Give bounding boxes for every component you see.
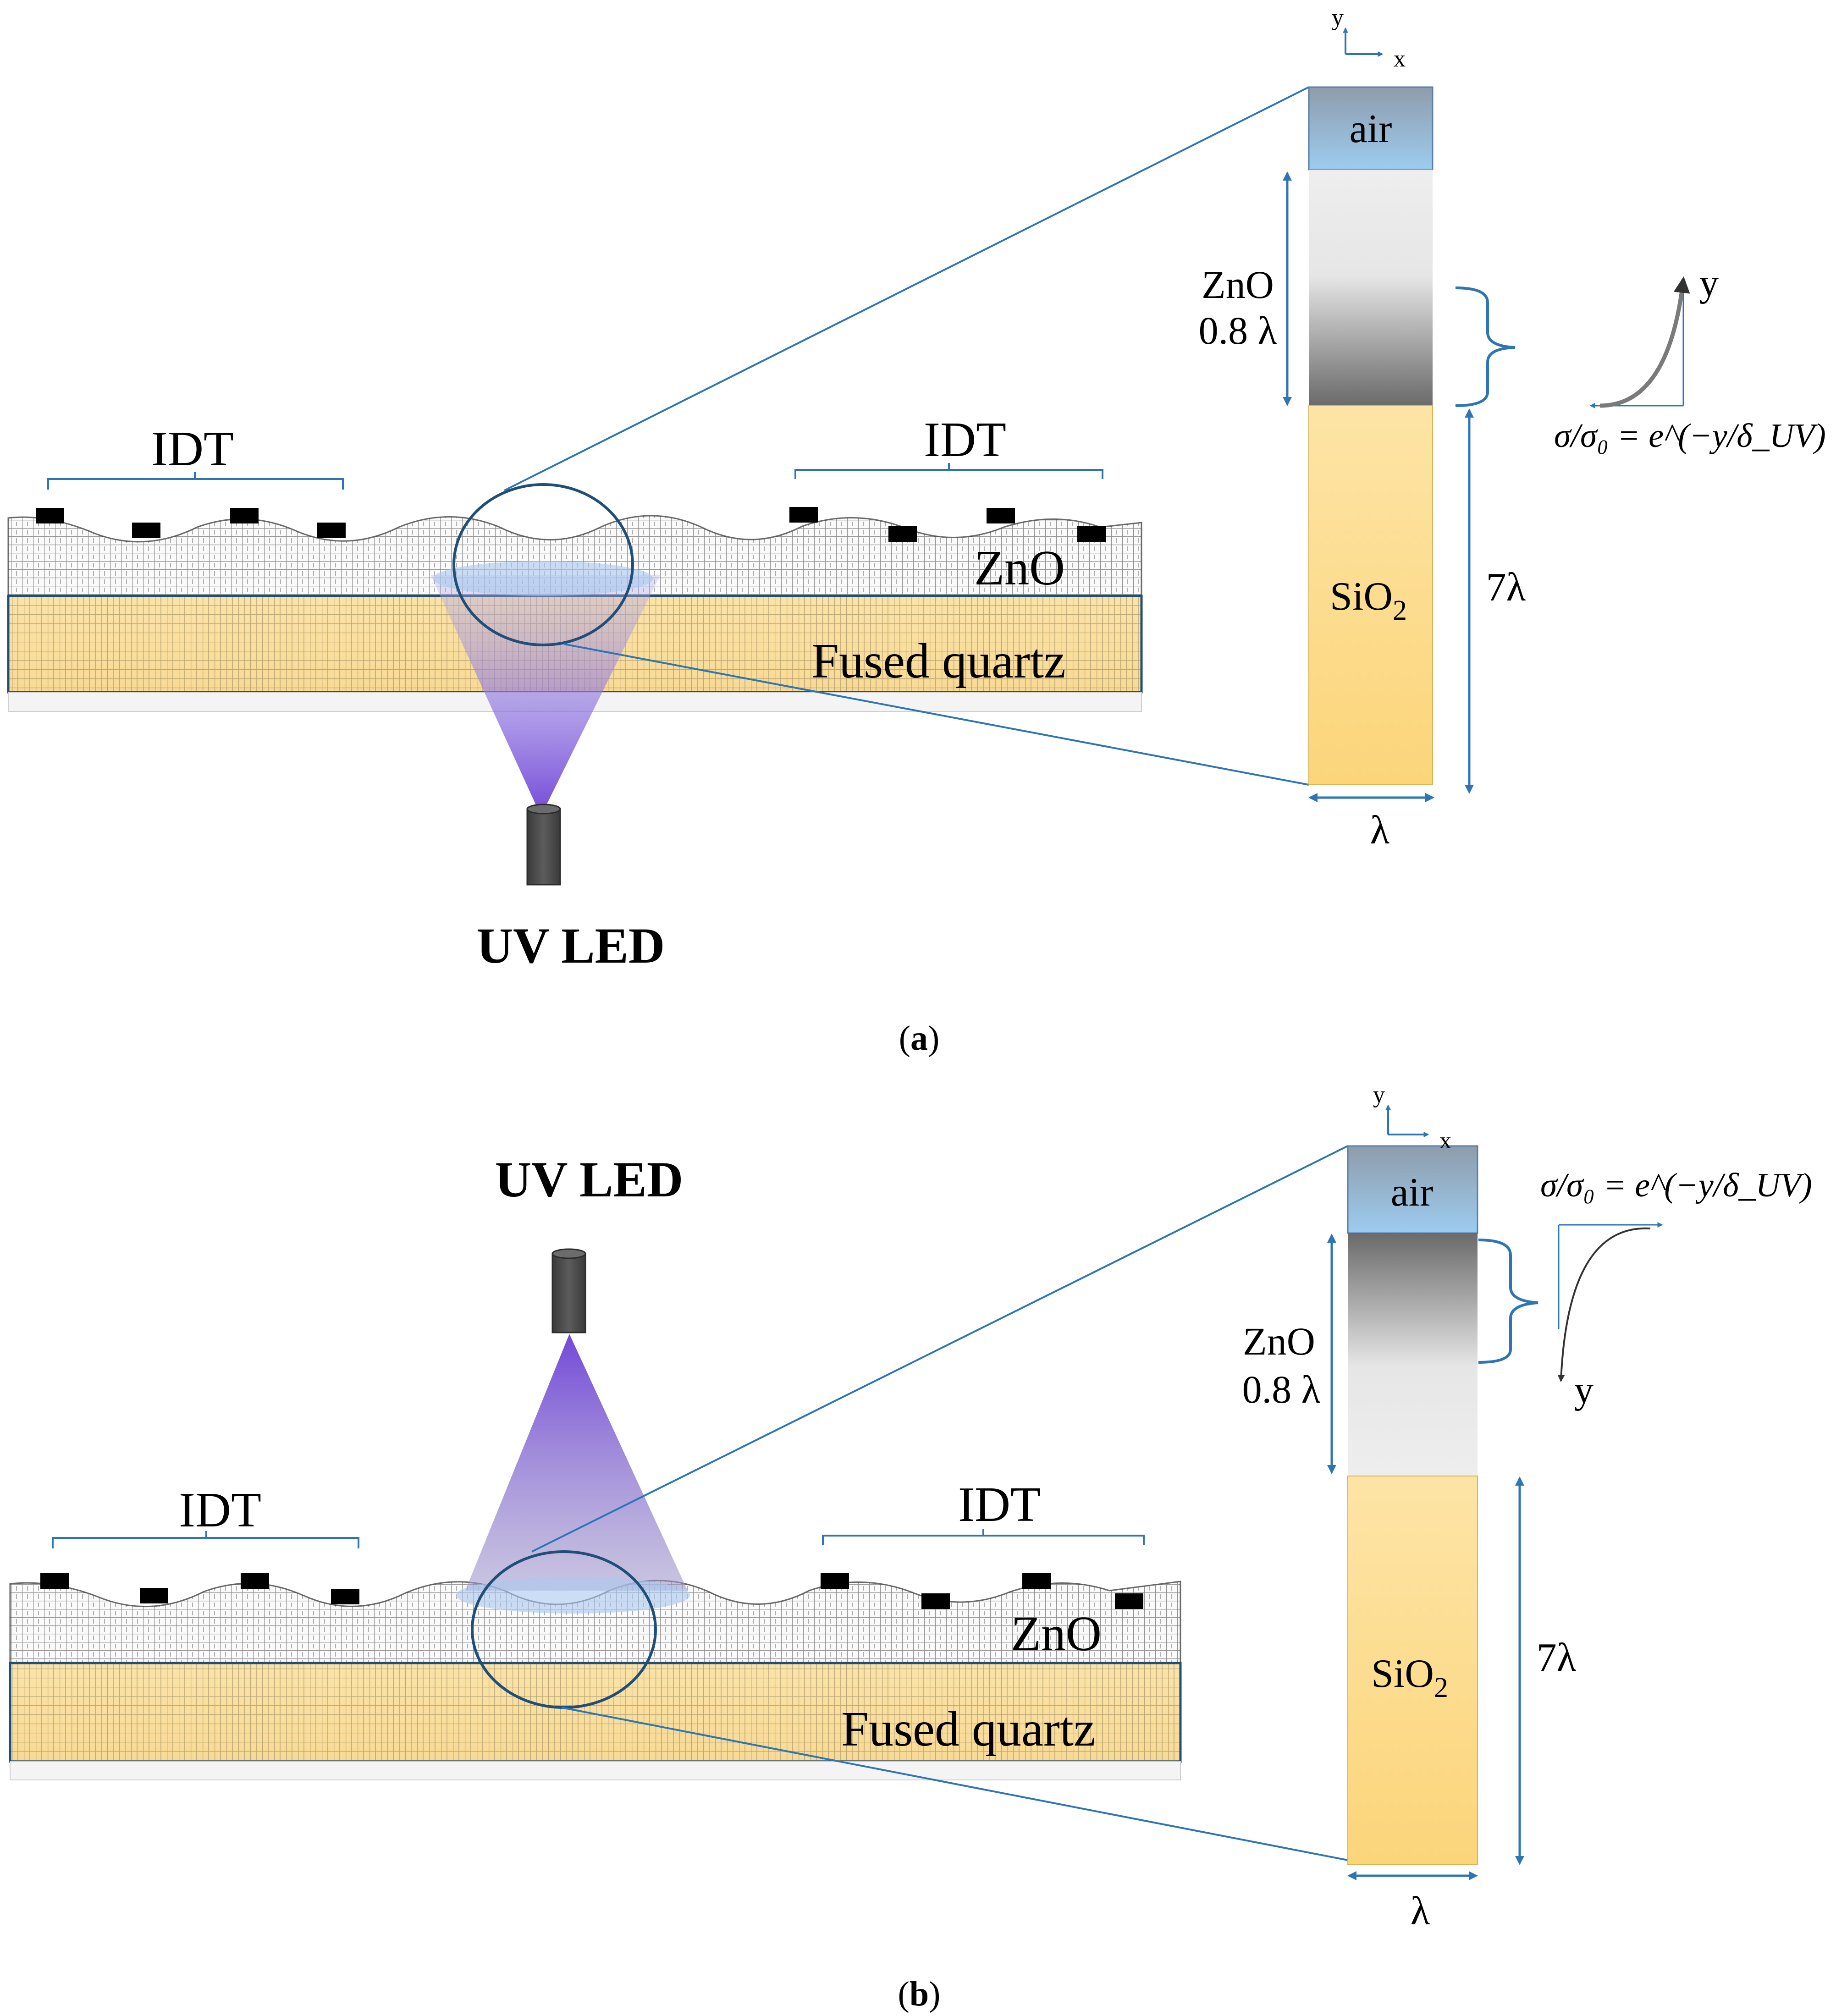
idt-right-label-b: IDT bbox=[958, 1477, 1041, 1532]
formula-b: σ/σ₀ = e^(−y/δ_UV) bbox=[1540, 1167, 1812, 1204]
profile-curve-b bbox=[1557, 1227, 1651, 1383]
panel-a: ZnO Fused quartz IDT IDT UV LED air bbox=[7, 5, 1826, 1058]
sio2-label-a: SiO2 bbox=[1330, 574, 1407, 626]
axis-x-label-a: x bbox=[1394, 46, 1406, 72]
zoom-circle-a bbox=[452, 483, 634, 646]
sio2-region-a bbox=[1308, 405, 1433, 785]
sio2-text-a: SiO bbox=[1330, 574, 1393, 619]
idt-right-b: IDT bbox=[822, 1477, 1145, 1545]
uv-led-label-b: UV LED bbox=[495, 1151, 684, 1207]
uv-beam-b bbox=[465, 1334, 688, 1591]
air-label-b: air bbox=[1391, 1170, 1434, 1215]
electrode-b-2 bbox=[140, 1588, 168, 1603]
zno-mesh-b bbox=[10, 1581, 1180, 1663]
zno-label-b: ZnO bbox=[1011, 1607, 1102, 1661]
idt-left-a: IDT bbox=[47, 422, 344, 490]
uv-led-b bbox=[551, 1248, 586, 1333]
sio2-text-b: SiO bbox=[1371, 1652, 1434, 1696]
sio2-subscript-a: 2 bbox=[1393, 595, 1407, 626]
width-dim-label-a: λ bbox=[1370, 808, 1390, 853]
idt-left-b: IDT bbox=[52, 1483, 359, 1548]
sio2-label-b: SiO2 bbox=[1371, 1652, 1448, 1703]
uv-region-brace-b bbox=[1478, 1239, 1538, 1364]
electrode-a-3 bbox=[230, 508, 259, 523]
electrode-a-2 bbox=[132, 523, 160, 538]
electrode-a-4 bbox=[317, 523, 346, 538]
idt-left-label-a: IDT bbox=[151, 422, 234, 476]
sio2-dim-label-a: 7λ bbox=[1486, 565, 1526, 610]
sim-column-b: air SiO2 bbox=[1347, 1145, 1478, 1865]
electrode-b-5 bbox=[821, 1573, 849, 1589]
quartz-mesh-b bbox=[10, 1663, 1180, 1762]
caption-b: (b) bbox=[898, 1975, 941, 2013]
air-region-b bbox=[1347, 1145, 1478, 1234]
coord-axes-a: y x bbox=[1332, 5, 1406, 72]
sio2-region-b bbox=[1347, 1476, 1478, 1865]
uv-spot-a bbox=[433, 561, 653, 596]
zoom-line-bottom-b bbox=[561, 1707, 1348, 1861]
electrode-b-8 bbox=[1115, 1593, 1143, 1609]
saw-device-b: ZnO Fused quartz bbox=[9, 1573, 1182, 1780]
uv-beam-a bbox=[431, 575, 660, 816]
zoom-line-top-a bbox=[504, 86, 1309, 491]
zoom-line-bottom-a bbox=[563, 643, 1309, 786]
conductivity-profile-a: y bbox=[1589, 262, 1719, 408]
electrode-b-1 bbox=[40, 1573, 69, 1589]
idt-right-label-a: IDT bbox=[924, 413, 1006, 467]
electrode-a-1 bbox=[36, 508, 64, 523]
air-region-a bbox=[1308, 86, 1434, 171]
electrode-a-7 bbox=[987, 508, 1015, 523]
idt-right-a: IDT bbox=[794, 413, 1103, 479]
zno-dim-line1-b: ZnO bbox=[1243, 1319, 1315, 1363]
zno-dim-line2-b: 0.8 λ bbox=[1242, 1367, 1321, 1411]
electrode-a-8 bbox=[1077, 526, 1106, 542]
uv-region-brace-a bbox=[1455, 286, 1516, 407]
substrate-base-b bbox=[10, 1761, 1181, 1780]
uv-spot-b bbox=[456, 1577, 690, 1614]
electrode-b-7 bbox=[1022, 1573, 1051, 1589]
zoom-line-top-b bbox=[531, 1145, 1348, 1553]
quartz-label-b: Fused quartz bbox=[841, 1702, 1096, 1757]
sio2-dim-label-b: 7λ bbox=[1537, 1636, 1577, 1680]
axis-x-label-b: x bbox=[1439, 1128, 1451, 1154]
zno-region-b bbox=[1348, 1233, 1478, 1476]
electrode-b-6 bbox=[921, 1593, 950, 1609]
quartz-label-a: Fused quartz bbox=[811, 634, 1066, 689]
sio2-subscript-b: 2 bbox=[1434, 1672, 1448, 1703]
caption-a: (a) bbox=[899, 1019, 940, 1058]
profile-axis-label-b: y bbox=[1574, 1369, 1593, 1411]
uv-led-label-a: UV LED bbox=[477, 918, 665, 974]
zno-label-a: ZnO bbox=[974, 541, 1065, 595]
profile-axis-label-a: y bbox=[1699, 262, 1719, 304]
width-dim-label-b: λ bbox=[1411, 1889, 1430, 1933]
electrode-b-3 bbox=[241, 1573, 269, 1589]
axis-y-label-b: y bbox=[1373, 1082, 1385, 1108]
idt-left-label-b: IDT bbox=[179, 1483, 261, 1537]
air-label-a: air bbox=[1350, 107, 1392, 151]
uv-led-a bbox=[526, 804, 561, 886]
axis-y-label-a: y bbox=[1332, 5, 1344, 31]
zno-dim-line1-a: ZnO bbox=[1202, 263, 1274, 307]
coord-axes-b: y x bbox=[1373, 1082, 1451, 1154]
electrode-a-5 bbox=[789, 507, 818, 523]
caption-letter-b: b bbox=[910, 1975, 929, 2013]
zno-mesh-a bbox=[8, 516, 1141, 596]
panel-b: ZnO Fused quartz IDT IDT UV LED air bbox=[9, 1082, 1812, 2013]
caption-letter-a: a bbox=[910, 1019, 928, 1058]
zno-region-a bbox=[1309, 170, 1433, 406]
electrode-b-4 bbox=[331, 1589, 359, 1604]
formula-a: σ/σ₀ = e^(−y/δ_UV) bbox=[1554, 417, 1826, 455]
sim-column-a: air SiO2 bbox=[1308, 86, 1434, 785]
conductivity-profile-b: y bbox=[1557, 1222, 1663, 1411]
zno-dim-line2-a: 0.8 λ bbox=[1199, 308, 1277, 353]
profile-curve-a bbox=[1599, 276, 1690, 408]
electrode-a-6 bbox=[888, 526, 917, 542]
